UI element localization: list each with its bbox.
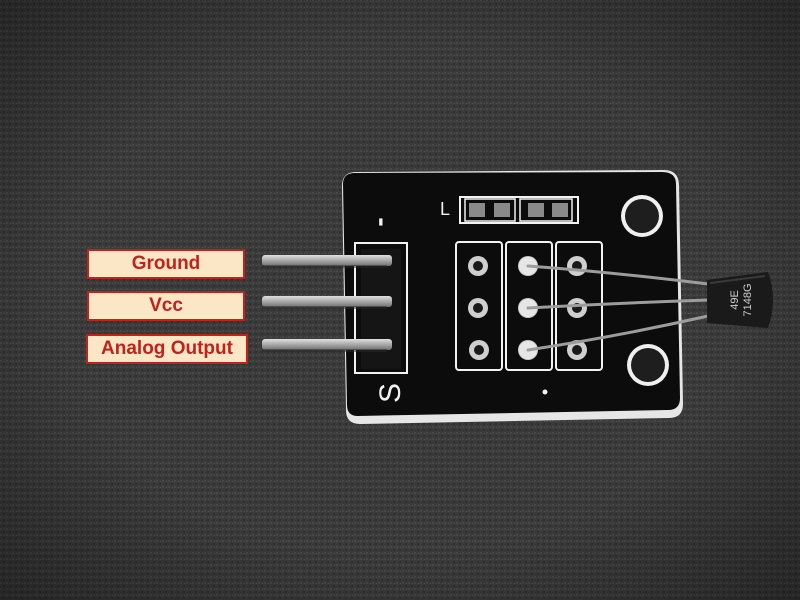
sensor-marking-line1: 49E bbox=[729, 290, 741, 310]
analog-output-label: Analog Output bbox=[86, 334, 248, 364]
mounting-hole-top bbox=[621, 195, 663, 237]
header-pins bbox=[262, 255, 392, 352]
led-label: L bbox=[440, 199, 450, 219]
sensor-module-board: L - S bbox=[342, 170, 683, 424]
sensor-marking-line2: 7148G bbox=[742, 283, 754, 316]
pin-holes bbox=[468, 256, 587, 360]
minus-silkscreen: - bbox=[363, 217, 394, 226]
signal-silkscreen: S bbox=[374, 383, 407, 403]
mounting-hole-bottom bbox=[627, 344, 669, 386]
led-pads bbox=[459, 196, 579, 224]
hall-sensor: 49E 7148G bbox=[707, 272, 773, 328]
sensor-leads bbox=[526, 264, 710, 352]
ground-label: Ground bbox=[87, 249, 245, 279]
vcc-label: Vcc bbox=[87, 291, 245, 321]
